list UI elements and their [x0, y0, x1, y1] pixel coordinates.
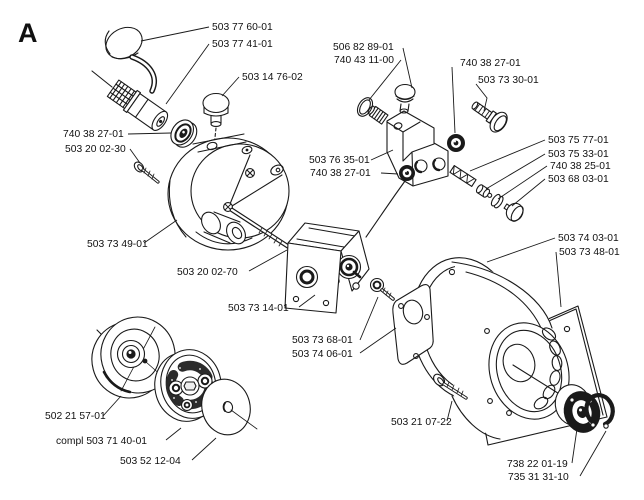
part-label-breather-screw: 503 14 76-02 — [242, 72, 303, 83]
adjuster-knob-drawing — [503, 202, 524, 222]
leader-line-gasket — [359, 327, 397, 354]
leader-line-dust-cap — [140, 26, 210, 42]
part-label-valve-spring: 503 75 77-01 — [548, 135, 609, 146]
leader-line-dome-plug — [402, 47, 413, 89]
dome-plug-drawing — [394, 83, 416, 114]
breather-screw-drawing — [202, 92, 230, 148]
part-label-o-ring: 740 43 11-00 — [334, 55, 394, 66]
part-label-housing-screw: 503 20 02-30 — [65, 144, 126, 155]
part-label-port-washer: 740 38 27-01 — [310, 168, 371, 179]
labels-layer: 503 77 60-01 503 77 41-01 503 14 76-02 740 … — [45, 22, 620, 483]
leader-line-pump — [298, 294, 316, 308]
part-label-clutch-assembly: compl 503 71 40-01 — [56, 436, 147, 447]
leader-line-valve-screw — [475, 83, 488, 112]
clutch-washer-drawing — [201, 378, 258, 436]
leader-line-bearing — [571, 421, 579, 464]
part-label-bearing: 738 22 01-19 — [507, 459, 568, 470]
section-letter: A — [18, 18, 38, 48]
leader-line-clutch-assembly — [165, 427, 182, 441]
part-label-flange-screw: 503 21 07-22 — [391, 417, 452, 428]
part-label-drive-bolt: 503 20 02-70 — [177, 267, 238, 278]
part-label-clutch-drum: 502 21 57-01 — [45, 411, 106, 422]
part-label-poppet-washer: 740 38 25-01 — [550, 161, 611, 172]
leader-line-flange-screw — [446, 400, 453, 422]
leader-line-clutch-drum — [102, 395, 122, 417]
port-washer-drawing — [365, 165, 415, 238]
leader-line-port-washer — [380, 172, 399, 175]
pump-drawing — [284, 222, 370, 314]
pump-bolt-drawing — [369, 277, 395, 301]
leader-line-grommet-washer — [127, 132, 172, 135]
part-label-dome-plug: 506 82 89-01 — [333, 42, 394, 53]
part-label-clutch-housing: 503 73 49-01 — [87, 239, 148, 250]
part-label-valve-poppet: 503 75 33-01 — [548, 149, 609, 160]
part-label-adjuster-knob: 503 68 03-01 — [548, 174, 609, 185]
leader-line-valve-washer — [451, 66, 456, 134]
leader-line-valve-poppet — [485, 153, 546, 190]
part-label-valve-washer: 740 38 27-01 — [460, 58, 521, 69]
leader-line-clutch-housing — [143, 219, 178, 244]
grommet-washer-drawing — [170, 119, 198, 148]
part-label-clutch-washer: 503 52 12-04 — [120, 456, 181, 467]
drive-bolt-drawing — [223, 202, 298, 254]
flange-screw-drawing — [433, 373, 468, 400]
part-label-pump-bolt: 503 73 68-01 — [292, 335, 353, 346]
leader-line-housing-screw — [129, 148, 141, 164]
leader-line-adjuster-knob — [511, 178, 546, 207]
leader-line-snap-ring — [579, 430, 607, 477]
part-label-snap-ring: 735 31 31-10 — [508, 472, 569, 483]
leader-line-clutch-washer — [191, 437, 217, 461]
part-label-tank-plug: 503 77 41-01 — [212, 39, 273, 50]
part-label-mounting-plate: 503 73 48-01 — [559, 247, 620, 258]
part-label-grommet-washer: 740 38 27-01 — [63, 129, 124, 140]
valve-washer-drawing — [447, 134, 465, 152]
leader-line-bell-housing — [486, 237, 556, 263]
housing-screw-drawing — [133, 161, 160, 184]
part-label-pump: 503 73 14-01 — [228, 303, 289, 314]
part-label-gasket: 503 74 06-01 — [292, 349, 353, 360]
leader-line-mounting-plate — [555, 251, 562, 308]
part-label-valve-block: 503 76 35-01 — [309, 155, 370, 166]
part-label-dust-cap: 503 77 60-01 — [212, 22, 273, 33]
leader-line-drive-bolt — [248, 249, 288, 272]
bell-housing-drawing — [411, 257, 570, 440]
clutch-housing-drawing — [167, 133, 290, 251]
valve-screw-drawing — [471, 101, 508, 133]
snap-ring-drawing — [584, 393, 615, 429]
leader-line-poppet-washer — [497, 165, 548, 200]
leader-line-tank-plug — [165, 43, 210, 105]
leader-line-breather-screw — [221, 76, 240, 97]
leader-line-pump-bolt — [359, 296, 379, 341]
dust-cap-drawing — [104, 26, 157, 94]
leader-line-valve-block — [370, 149, 394, 161]
gasket-drawing — [392, 283, 434, 365]
tank-plug-drawing — [91, 70, 169, 132]
part-label-bell-housing: 503 74 03-01 — [558, 233, 619, 244]
leader-line-valve-spring — [469, 139, 546, 172]
valve-poppet-drawing — [475, 184, 493, 198]
leader-line-o-ring — [368, 59, 402, 101]
valve-spring-drawing — [449, 165, 477, 187]
part-label-valve-screw: 503 73 30-01 — [478, 75, 539, 86]
